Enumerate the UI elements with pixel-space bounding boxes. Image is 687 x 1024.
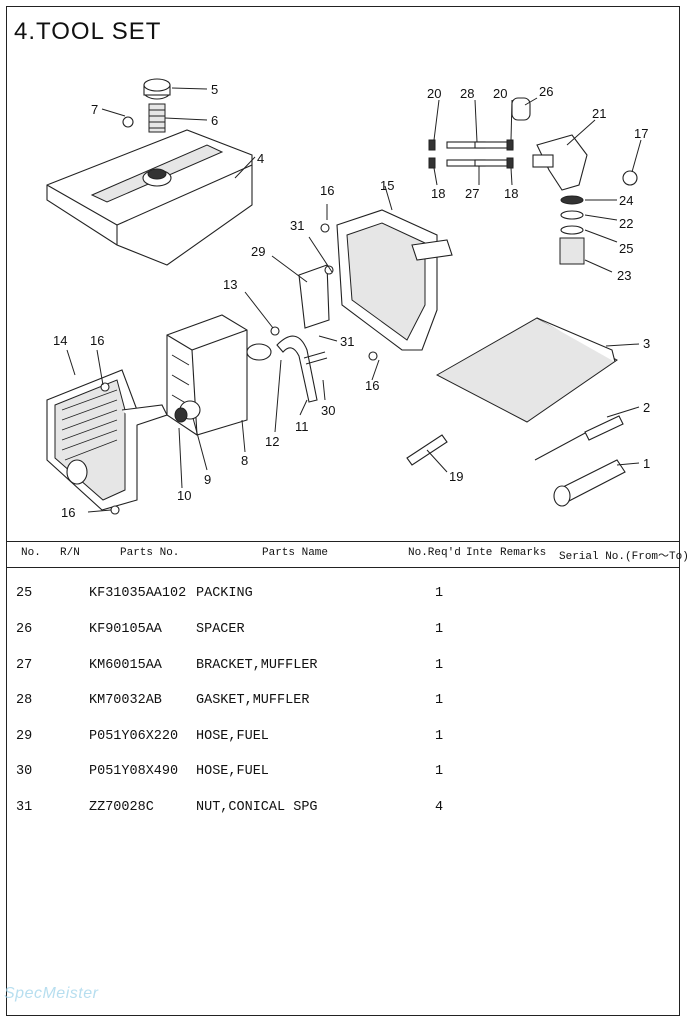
callout-26: 26 xyxy=(539,84,553,99)
row-qty: 1 xyxy=(435,586,444,601)
row-parts-name: NUT,CONICAL SPG xyxy=(196,800,318,815)
page-frame xyxy=(6,6,680,1016)
row-no: 29 xyxy=(16,729,33,744)
fuel-cock-assembly xyxy=(428,97,638,265)
row-parts-name: PACKING xyxy=(196,586,253,601)
header-rn: R/N xyxy=(60,547,80,559)
table-header-rule xyxy=(7,567,679,568)
row-parts-name: HOSE,FUEL xyxy=(196,729,269,744)
exhaust-pipe-assembly xyxy=(246,264,330,403)
callout-15: 15 xyxy=(380,178,394,193)
row-parts-no: KF90105AA xyxy=(89,622,162,637)
row-parts-no: P051Y08X490 xyxy=(89,764,179,779)
callout-labels: 5 6 7 4 3 2 1 19 15 16 31 29 13 31 30 11… xyxy=(53,82,650,520)
callout-16b: 16 xyxy=(90,333,104,348)
callout-9: 9 xyxy=(204,472,211,487)
callout-16: 16 xyxy=(320,183,334,198)
callout-2: 2 xyxy=(643,400,650,415)
row-qty: 1 xyxy=(435,693,444,708)
row-parts-no: KM60015AA xyxy=(89,658,162,673)
row-no: 30 xyxy=(16,764,33,779)
table-row: 29 P051Y06X220 HOSE,FUEL 1 xyxy=(0,729,687,749)
header-serial: Serial No.(From～To) xyxy=(559,551,687,563)
row-parts-no: KM70032AB xyxy=(89,693,162,708)
row-qty: 4 xyxy=(435,800,444,815)
header-parts-no: Parts No. xyxy=(120,547,180,559)
callout-22: 22 xyxy=(619,216,633,231)
callout-5: 5 xyxy=(211,82,218,97)
row-parts-name: BRACKET,MUFFLER xyxy=(196,658,318,673)
row-parts-name: GASKET,MUFFLER xyxy=(196,693,310,708)
muffler-cover xyxy=(46,369,168,511)
plug-wrench xyxy=(553,459,626,507)
callout-24: 24 xyxy=(619,193,633,208)
header-no: No. xyxy=(21,547,41,559)
muffler-body xyxy=(166,314,248,436)
screwdriver xyxy=(534,415,624,461)
row-qty: 1 xyxy=(435,729,444,744)
callout-20b: 20 xyxy=(493,86,507,101)
callout-16c: 16 xyxy=(365,378,379,393)
callout-30: 28 xyxy=(460,86,474,101)
row-no: 26 xyxy=(16,622,33,637)
callout-31b: 31 xyxy=(340,334,354,349)
callout-14: 14 xyxy=(53,333,67,348)
row-parts-no: ZZ70028C xyxy=(89,800,154,815)
table-row: 31 ZZ70028C NUT,CONICAL SPG 4 xyxy=(0,800,687,820)
callout-28: 30 xyxy=(321,403,335,418)
callout-1: 1 xyxy=(643,456,650,471)
row-parts-no: KF31035AA102 xyxy=(89,586,187,601)
callout-27: 29 xyxy=(251,244,265,259)
callout-12: 12 xyxy=(265,434,279,449)
row-qty: 1 xyxy=(435,658,444,673)
watermark: SpecMeister xyxy=(4,985,99,1002)
header-parts-name: Parts Name xyxy=(262,547,329,559)
tank-bracket xyxy=(100,209,453,515)
row-no: 25 xyxy=(16,586,33,601)
callout-7: 7 xyxy=(91,102,98,117)
row-no: 27 xyxy=(16,658,33,673)
callout-4: 4 xyxy=(257,151,264,166)
row-parts-name: SPACER xyxy=(196,622,245,637)
header-no-reqd: No.Req'd xyxy=(408,547,461,559)
callout-18b: 18 xyxy=(504,186,518,201)
fuel-tank xyxy=(46,129,253,266)
callout-11: 11 xyxy=(295,419,309,434)
row-no: 31 xyxy=(16,800,33,815)
callout-16d: 16 xyxy=(61,505,75,520)
callout-29: 27 xyxy=(465,186,479,201)
callout-6: 6 xyxy=(211,113,218,128)
callout-8: 8 xyxy=(241,453,248,468)
row-parts-no: P051Y06X220 xyxy=(89,729,179,744)
callout-10: 10 xyxy=(177,488,191,503)
page-title: 4.TOOL SET xyxy=(14,18,162,45)
leader-lines xyxy=(66,87,642,513)
callout-17: 17 xyxy=(634,126,648,141)
callout-3: 3 xyxy=(643,336,650,351)
callout-25: 25 xyxy=(619,241,633,256)
row-parts-name: HOSE,FUEL xyxy=(196,764,269,779)
callout-20: 20 xyxy=(427,86,441,101)
exploded-parts-diagram: 5 6 7 4 3 2 1 19 15 16 31 29 13 31 30 11… xyxy=(46,78,650,520)
table-row: 30 P051Y08X490 HOSE,FUEL 1 xyxy=(0,764,687,784)
table-row: 25 KF31035AA102 PACKING 1 xyxy=(0,586,687,606)
header-inte: Inte xyxy=(466,547,493,559)
table-row: 26 KF90105AA SPACER 1 xyxy=(0,622,687,642)
row-no: 28 xyxy=(16,693,33,708)
callout-18: 18 xyxy=(431,186,445,201)
callout-31: 31 xyxy=(290,218,304,233)
callout-13: 13 xyxy=(223,277,237,292)
callout-23: 23 xyxy=(617,268,631,283)
callout-21: 21 xyxy=(592,106,606,121)
table-top-rule xyxy=(7,541,679,542)
table-row: 27 KM60015AA BRACKET,MUFFLER 1 xyxy=(0,658,687,678)
row-qty: 1 xyxy=(435,764,444,779)
table-row: 28 KM70032AB GASKET,MUFFLER 1 xyxy=(0,693,687,713)
row-qty: 1 xyxy=(435,622,444,637)
fuel-cap-and-strainer xyxy=(122,78,171,133)
header-remarks: Remarks xyxy=(500,547,547,559)
callout-19: 19 xyxy=(449,469,463,484)
tool-bag xyxy=(435,317,618,423)
